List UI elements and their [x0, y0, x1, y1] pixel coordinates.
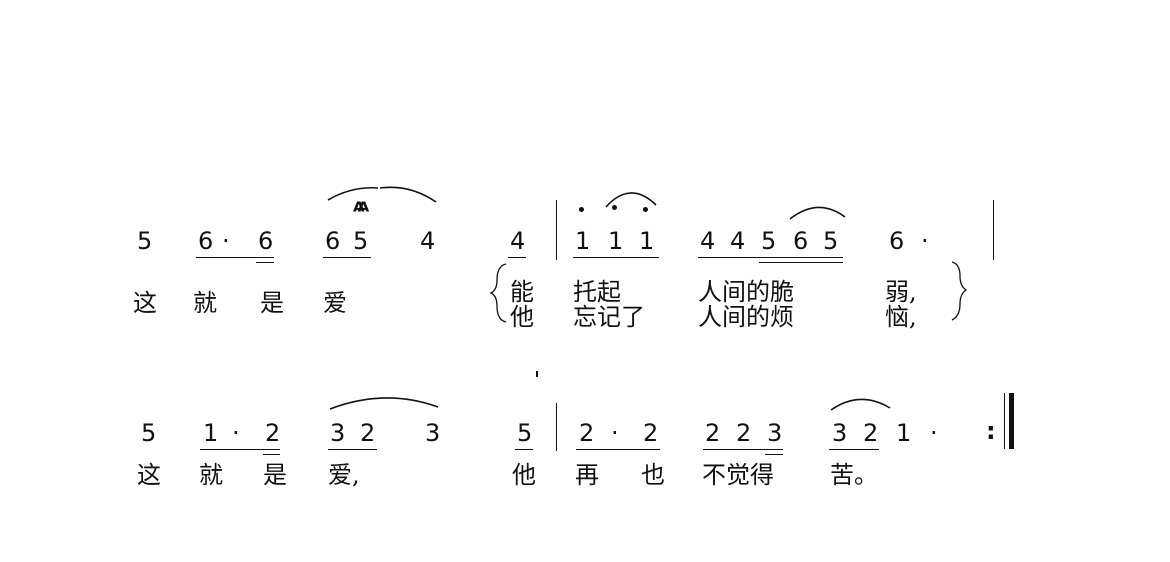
lyric: 他	[510, 303, 534, 331]
underline	[573, 257, 659, 258]
octave-dot	[579, 207, 584, 212]
note: 3	[832, 419, 848, 447]
note: 2	[265, 419, 281, 447]
dot-symbol: ·	[930, 419, 938, 447]
lyric: 弱,	[885, 278, 917, 306]
lyric: 能	[510, 278, 534, 306]
slur	[379, 186, 437, 203]
note: 4	[420, 227, 436, 255]
dot-symbol: ·	[921, 227, 929, 255]
underline	[759, 262, 843, 263]
underline	[703, 449, 783, 450]
bar-line	[556, 403, 557, 451]
underline	[328, 449, 377, 450]
underline	[323, 257, 371, 258]
underline	[263, 454, 280, 455]
slur	[830, 398, 891, 411]
lyric: 是	[263, 461, 287, 489]
underline	[508, 257, 526, 258]
note: 2	[736, 419, 752, 447]
lyric: 苦。	[830, 461, 878, 489]
note: 1	[575, 227, 591, 255]
octave-dot	[612, 205, 617, 210]
underline	[829, 449, 879, 450]
underline	[698, 257, 843, 258]
note: 5	[141, 419, 157, 447]
lyric: 爱,	[328, 461, 360, 489]
lyric: 爱	[323, 289, 347, 317]
note: 1	[608, 227, 624, 255]
end-bar-thin	[1004, 393, 1005, 449]
note: 6	[258, 227, 274, 255]
print-speck	[536, 371, 538, 377]
lyric: 人间的脆	[698, 278, 794, 306]
lyric: 托起	[573, 278, 621, 306]
note: 3	[425, 419, 441, 447]
octave-dot	[643, 207, 648, 212]
slur	[789, 206, 846, 220]
underline	[515, 449, 533, 450]
left-brace	[489, 263, 507, 323]
note: 2	[360, 419, 376, 447]
note: 5	[823, 227, 839, 255]
note: 2	[643, 419, 659, 447]
repeat-sign: :	[986, 417, 996, 445]
lyric: 也	[641, 461, 665, 489]
lyric: 就	[193, 289, 217, 317]
note: 2	[863, 419, 879, 447]
note: 2	[705, 419, 721, 447]
note: 1	[203, 419, 219, 447]
note: 3	[330, 419, 346, 447]
underline	[765, 454, 783, 455]
note: 2	[579, 419, 595, 447]
dot-symbol: ·	[611, 419, 619, 447]
note: 5	[137, 227, 153, 255]
end-bar-thick	[1009, 393, 1014, 449]
lyric: 就	[199, 461, 223, 489]
dot-symbol: ·	[222, 227, 230, 255]
bar-line	[556, 200, 557, 260]
slur	[327, 186, 379, 201]
note: 3	[767, 419, 783, 447]
note: 4	[730, 227, 746, 255]
note: 4	[510, 227, 526, 255]
lyric: 不觉得	[702, 461, 774, 489]
lyric: 他	[512, 461, 536, 489]
dot-symbol: ·	[232, 419, 240, 447]
lyric: 人间的烦	[698, 303, 794, 331]
lyric: 是	[260, 289, 284, 317]
note: 6	[889, 227, 905, 255]
note: 5	[517, 419, 533, 447]
note: 5	[353, 227, 369, 255]
underline	[576, 449, 660, 450]
slur	[329, 397, 439, 410]
note: 5	[761, 227, 777, 255]
note: 6	[325, 227, 341, 255]
underline	[256, 262, 274, 263]
note: 1	[896, 419, 912, 447]
underline	[196, 257, 274, 258]
right-brace	[951, 261, 968, 321]
underline	[200, 449, 280, 450]
note: 1	[639, 227, 655, 255]
note: 6	[198, 227, 214, 255]
lyric: 再	[575, 461, 599, 489]
lyric: 恼,	[885, 303, 917, 331]
note: 6	[793, 227, 809, 255]
bar-line	[993, 200, 994, 260]
slur	[605, 192, 657, 208]
lyric: 这	[137, 461, 161, 489]
lyric: 忘记了	[573, 303, 645, 331]
note: 4	[700, 227, 716, 255]
lyric: 这	[133, 289, 157, 317]
